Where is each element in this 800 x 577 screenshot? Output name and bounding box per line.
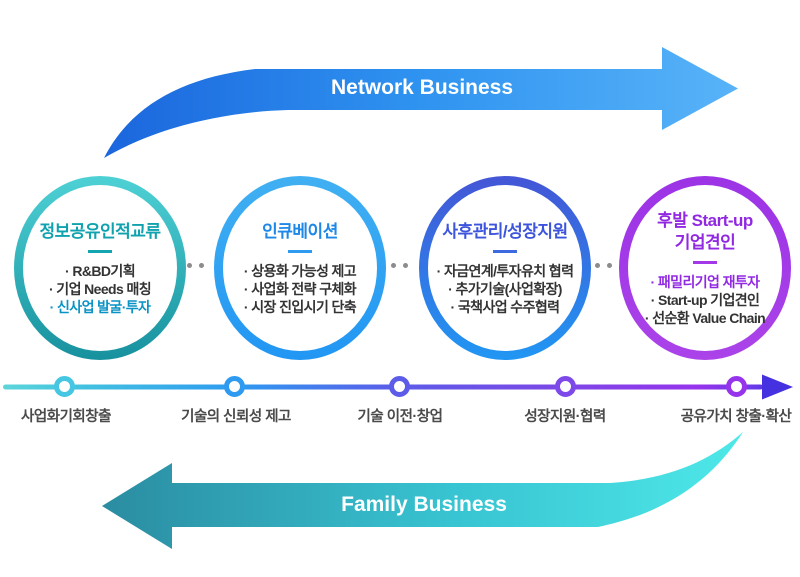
timeline-node [224,376,245,397]
stage-circle-growth-support: 사후관리/성장지원 · 자금연계/투자유치 협력 · 추가기술(사업확장) · … [419,176,591,360]
stage-circle-startup-pull: 후발 Start-up 기업견인 · 패밀리기업 재투자 · Start-up … [619,176,791,360]
ellipsis-dot-icon [199,263,204,268]
stage-item: · 자금연계/투자유치 협력 [436,262,574,279]
stage-item: · 선순환 Value Chain [644,309,766,326]
stage-title: 사후관리/성장지원 [442,221,568,241]
network-business-arrow [104,47,738,158]
stage-item: · 상용화 가능성 제고 [243,262,357,279]
ellipsis-dot-icon [607,263,612,268]
stage-item: · 사업화 전략 구체화 [243,280,357,297]
timeline-label: 성장지원·협력 [524,409,606,425]
family-business-arrow [102,432,743,549]
timeline-label: 사업화기회창출 [21,409,111,425]
timeline-node [54,376,75,397]
stage-item: · R&BD기획 [65,262,136,279]
timeline-label: 기술 이전·창업 [357,409,443,425]
stage-item: · 시장 진입시기 단축 [243,298,357,315]
stage-item-highlight: · 패밀리기업 재투자 [650,273,760,290]
timeline-axis [3,384,763,390]
timeline-label: 기술의 신뢰성 제고 [181,409,291,425]
stage-title: 인큐베이션 [262,221,338,241]
stage-circle-incubation: 인큐베이션 · 상용화 가능성 제고 · 사업화 전략 구체화 · 시장 진입시… [214,176,386,360]
timeline-arrowhead-icon [762,374,793,400]
stage-title: 후발 Start-up [657,210,753,230]
ellipsis-dot-icon [595,263,600,268]
stage-title-line2: 기업견인 [674,232,736,252]
stage-item: · Start-up 기업견인 [650,291,760,308]
title-divider [88,249,112,253]
stage-item: · 추가기술(사업확장) [448,280,562,297]
timeline-node [726,376,747,397]
stage-item: · 기업 Needs 매칭 [48,280,152,297]
title-divider [493,249,517,253]
network-business-label: Network Business [330,76,514,99]
stage-circle-info-exchange: 정보공유인적교류 · R&BD기획 · 기업 Needs 매칭 · 신사업 발굴… [14,176,186,360]
title-divider [288,249,312,253]
ellipsis-dot-icon [187,263,192,268]
family-business-label: Family Business [341,493,507,516]
timeline-label: 공유가치 창출·확산 [680,409,792,425]
ellipsis-dot-icon [391,263,396,268]
ellipsis-dot-icon [403,263,408,268]
title-divider [693,260,717,264]
stage-item: · 국책사업 수주협력 [450,298,560,315]
timeline-node [389,376,410,397]
stage-item-highlight: · 신사업 발굴·투자 [49,298,151,315]
timeline-node [555,376,576,397]
stage-title: 정보공유인적교류 [39,221,161,241]
